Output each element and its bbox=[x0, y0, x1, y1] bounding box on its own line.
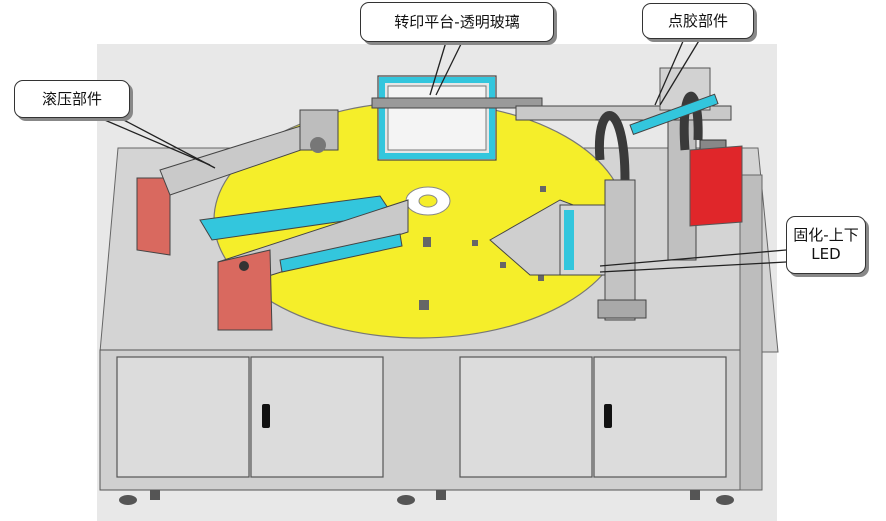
door-handle-2 bbox=[604, 404, 612, 428]
transfer-platform bbox=[371, 75, 543, 161]
cabinet-door-4 bbox=[593, 356, 727, 478]
rolling-unit bbox=[136, 109, 409, 331]
cabinet-door-2 bbox=[250, 356, 384, 478]
cabinet-door-3 bbox=[459, 356, 593, 478]
callout-curing-led: 固化-上下 LED bbox=[786, 216, 866, 274]
cabinet-door-1 bbox=[116, 356, 250, 478]
turntable-hub-center bbox=[418, 194, 438, 208]
machine-feet bbox=[119, 490, 734, 505]
callout-leaders bbox=[99, 38, 787, 273]
turntable-fixtures bbox=[419, 186, 546, 310]
red-block bbox=[689, 145, 743, 227]
callout-dispensing-unit: 点胶部件 bbox=[642, 3, 754, 39]
callout-rolling-unit: 滚压部件 bbox=[14, 80, 130, 118]
curing-led-unit bbox=[489, 93, 719, 321]
door-handle-1 bbox=[262, 404, 270, 428]
callout-transfer-platform: 转印平台-透明玻璃 bbox=[360, 2, 554, 42]
cabinet-side bbox=[739, 174, 763, 491]
